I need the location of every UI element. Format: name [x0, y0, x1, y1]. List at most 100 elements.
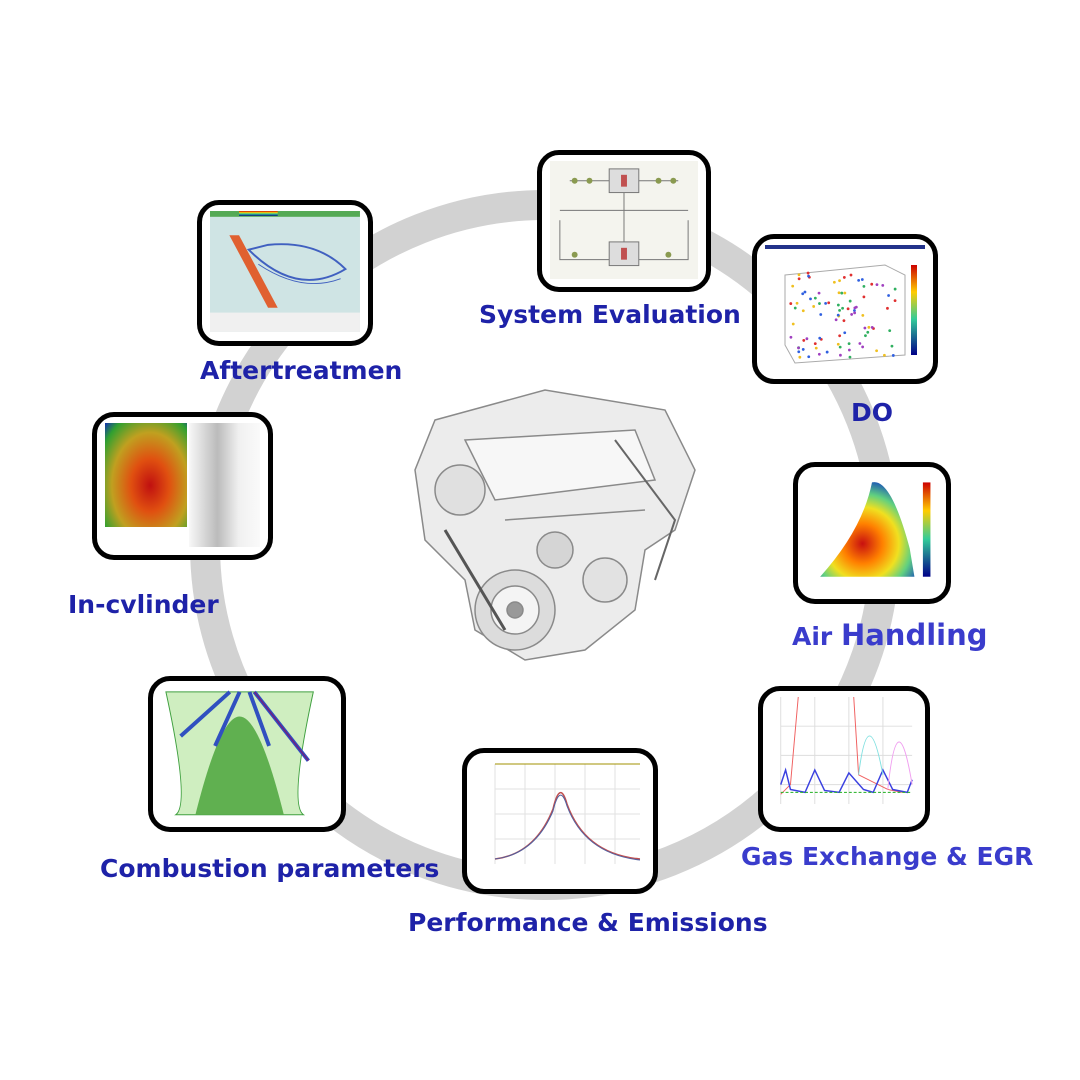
label-performance-emissions: Performance & Emissions — [408, 908, 768, 937]
label-do: DO — [851, 398, 894, 427]
label-system-evaluation: System Evaluation — [479, 300, 741, 329]
scatter-point — [797, 273, 801, 277]
scatter-point — [836, 313, 840, 317]
scatter-point — [836, 303, 840, 307]
scatter-point — [891, 354, 895, 357]
scatter-point — [817, 291, 821, 295]
scatter-point — [857, 278, 861, 282]
scatter-point — [842, 276, 846, 279]
engine-image — [414, 389, 696, 661]
scatter-point — [837, 291, 841, 295]
performance-thumbnail — [462, 748, 658, 894]
scatter-point — [795, 301, 799, 305]
scatter-point — [862, 295, 866, 299]
label-aftertreatment: Aftertreatmen — [200, 356, 403, 385]
scatter-point — [834, 318, 838, 322]
scatter-point — [801, 309, 805, 313]
scatter-point — [813, 296, 817, 300]
scatter-point — [791, 322, 795, 326]
scatter-point — [819, 313, 823, 316]
scatter-point — [825, 350, 829, 354]
scatter-point — [839, 353, 842, 357]
scatter-point — [870, 282, 874, 286]
scatter-point — [789, 302, 793, 305]
gas-exchange-thumbnail — [758, 686, 930, 832]
scatter-point — [801, 348, 805, 351]
scatter-point — [807, 355, 811, 359]
scatter-point — [793, 306, 797, 310]
scatter-point — [840, 291, 844, 295]
label-combustion-parameters: Combustion parameters — [100, 854, 440, 883]
scatter-point — [886, 306, 889, 310]
scatter-point — [867, 325, 871, 329]
do-thumbnail — [752, 234, 938, 384]
scatter-point — [848, 299, 852, 303]
scatter-point — [861, 345, 865, 349]
scatter-point — [798, 355, 802, 359]
label-in-cylinder: In-cvlinder — [68, 590, 219, 619]
scatter-point — [797, 350, 801, 354]
scatter-point — [789, 335, 793, 339]
scatter-point — [838, 308, 841, 312]
scatter-point — [888, 329, 892, 333]
scatter-point — [801, 292, 805, 296]
label-gas-exchange: Gas Exchange & EGR — [741, 842, 1034, 871]
scatter-point — [881, 283, 885, 287]
scatter-point — [802, 339, 806, 342]
scatter-point — [806, 271, 810, 275]
in-cylinder-thumbnail — [92, 412, 273, 560]
scatter-point — [862, 285, 866, 288]
scatter-point — [870, 326, 874, 329]
scatter-point — [847, 348, 851, 352]
scatter-point — [890, 344, 894, 348]
scatter-point — [838, 334, 842, 338]
scatter-point — [797, 346, 800, 350]
scatter-point — [791, 284, 795, 288]
scatter-point — [893, 287, 897, 291]
scatter-point — [847, 342, 851, 346]
scatter-point — [887, 294, 890, 297]
scatter-point — [818, 336, 822, 340]
scatter-point — [864, 334, 867, 338]
scatter-point — [797, 277, 801, 281]
scatter-point — [861, 314, 865, 317]
scatter-point — [803, 290, 807, 294]
scatter-point — [848, 355, 852, 359]
scatter-point — [832, 280, 836, 284]
scatter-point — [875, 349, 879, 353]
scatter-point — [809, 297, 812, 301]
scatter-point — [853, 309, 856, 312]
scatter-point — [814, 346, 818, 350]
scatter-point — [849, 273, 853, 277]
aftertreatment-thumbnail — [197, 200, 373, 346]
scatter-point — [860, 278, 864, 281]
scatter-point — [841, 306, 844, 310]
scatter-point — [875, 283, 879, 287]
scatter-point — [812, 305, 816, 308]
scatter-point — [858, 342, 862, 345]
scatter-point — [850, 313, 854, 316]
combustion-thumbnail — [148, 676, 346, 832]
scatter-point — [838, 345, 842, 349]
scatter-point — [883, 353, 886, 357]
scatter-point — [824, 301, 828, 305]
scatter-point — [827, 301, 831, 305]
scatter-point — [863, 326, 867, 330]
scatter-point — [854, 305, 858, 309]
scatter-point — [838, 279, 841, 283]
scatter-point — [818, 302, 821, 305]
scatter-point — [853, 311, 857, 315]
scatter-point — [843, 291, 847, 295]
scatter-point — [893, 299, 897, 303]
label-handling: Handling — [840, 618, 988, 652]
air-handling-thumbnail — [793, 462, 951, 604]
scatter-point — [817, 352, 821, 356]
scatter-point — [807, 274, 810, 278]
scatter-point — [805, 337, 809, 341]
label-air-handling: Air Handling — [792, 618, 988, 652]
scatter-point — [842, 319, 846, 323]
scatter-point — [846, 307, 850, 311]
scatter-point — [813, 342, 817, 345]
scatter-point — [836, 342, 840, 346]
